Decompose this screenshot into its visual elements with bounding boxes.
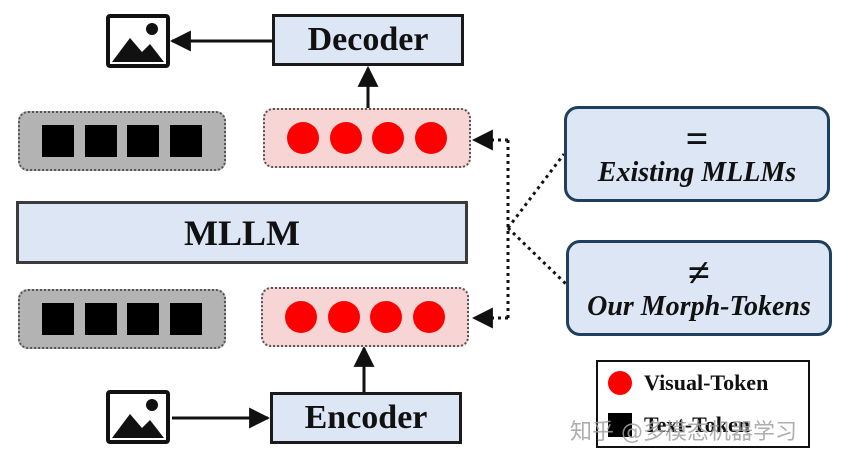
text-token-swatch <box>608 413 632 437</box>
text-token <box>84 303 117 335</box>
visual-token <box>329 122 362 154</box>
decoder-label: Decoder <box>307 21 429 58</box>
text-token <box>42 125 75 157</box>
visual-token-swatch <box>608 371 632 395</box>
mllm-label: MLLM <box>184 212 300 253</box>
lower-visual-token-row <box>261 287 469 347</box>
legend-visual-label: Visual-Token <box>644 370 769 395</box>
upper-text-token-row <box>18 111 226 171</box>
visual-token <box>412 301 445 333</box>
lower-text-token-row <box>18 289 226 349</box>
existing-mllms-label: Existing MLLMs <box>597 157 797 188</box>
visual-token <box>327 301 360 333</box>
equal-icon: = <box>685 116 709 161</box>
existing-mllms-box: = Existing MLLMs <box>564 106 830 202</box>
dotted-to-existing <box>506 153 566 229</box>
dotted-to-ours <box>506 226 568 286</box>
visual-token <box>287 122 320 154</box>
text-token <box>127 303 160 335</box>
legend-visual-row: Visual-Token <box>608 370 768 396</box>
our-morph-tokens-box: ≠ Our Morph-Tokens <box>566 240 832 336</box>
upper-visual-token-row <box>263 108 471 168</box>
visual-token <box>414 122 447 154</box>
text-token <box>169 303 202 335</box>
encoder-label: Encoder <box>304 399 428 436</box>
visual-token <box>285 301 318 333</box>
input-image-icon <box>106 390 170 449</box>
watermark: 知乎 @多模态机器学习 <box>570 420 797 445</box>
not-equal-icon: ≠ <box>688 250 710 295</box>
decoder-box: Decoder <box>272 14 464 66</box>
visual-token <box>372 122 405 154</box>
visual-token <box>370 301 403 333</box>
our-morph-tokens-label: Our Morph-Tokens <box>587 291 811 322</box>
text-token <box>127 125 160 157</box>
legend: Visual-Token Text-Token <box>596 360 810 448</box>
text-token <box>84 125 117 157</box>
legend-text-row: Text-Token <box>608 412 750 438</box>
output-image-icon <box>106 14 170 73</box>
text-token <box>42 303 75 335</box>
text-token <box>169 125 202 157</box>
legend-text-label: Text-Token <box>644 412 750 437</box>
mllm-box: MLLM <box>16 201 468 264</box>
encoder-box: Encoder <box>270 392 462 444</box>
